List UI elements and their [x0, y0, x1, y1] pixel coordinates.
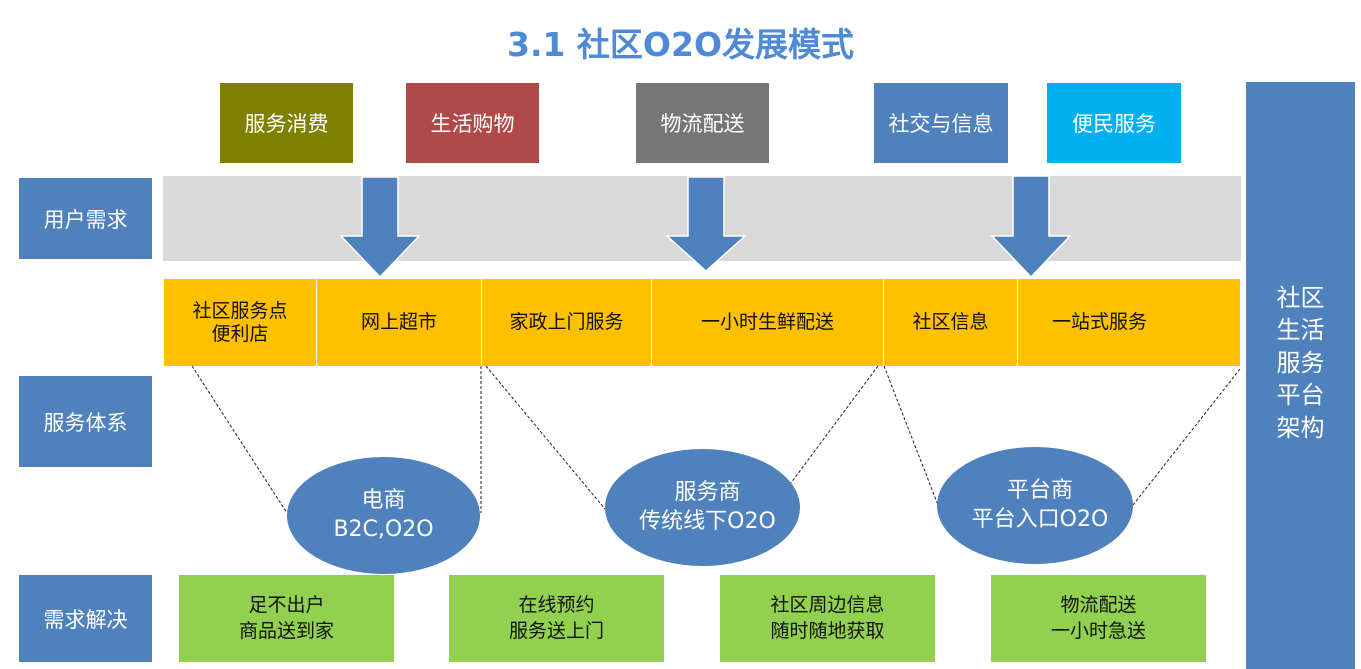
row-label-demand-solution: 需求解决: [19, 575, 152, 662]
provider-subtitle: 平台入口O2O: [971, 506, 1109, 532]
category-logistics: 物流配送: [636, 83, 769, 163]
platform-architecture-line: 平台: [1276, 381, 1325, 410]
provider-title: 电商: [361, 487, 406, 513]
dashed-connector: [1132, 368, 1241, 506]
dashed-connector: [883, 365, 939, 506]
category-life-shopping: 生活购物: [406, 83, 539, 163]
solution-line2: 一小时急送: [1050, 619, 1146, 642]
platform-architecture-line: 社区: [1276, 284, 1325, 312]
solution-box: 在线预约 服务送上门: [449, 575, 664, 662]
service-cell: 一小时生鲜配送: [652, 279, 884, 366]
row-label-text: 服务体系: [43, 410, 128, 435]
solution-line1: 在线预约: [518, 593, 595, 616]
provider-subtitle: 传统线下O2O: [639, 508, 776, 534]
down-arrow-icon: [665, 176, 747, 273]
solution-line2: 随时随地获取: [770, 619, 885, 642]
solution-line1: 社区周边信息: [770, 593, 885, 616]
provider-title: 服务商: [674, 479, 741, 505]
service-cell: 社区服务点 便利店: [164, 279, 317, 366]
service-cell: 社区信息: [884, 279, 1018, 366]
provider-ecommerce: 电商 传统线下O2O B2C,O2O: [287, 457, 480, 574]
platform-architecture-panel: 社区生活服务平台架构: [1246, 82, 1355, 669]
platform-architecture-line: 服务: [1276, 348, 1325, 377]
category-label: 便民服务: [1072, 112, 1156, 136]
dashed-connector: [485, 365, 606, 510]
solution-line1: 物流配送: [1060, 593, 1137, 616]
category-service-consumption: 服务消费: [220, 83, 353, 163]
down-arrow-icon: [339, 176, 421, 279]
solution-box: 社区周边信息 随时随地获取: [720, 575, 935, 662]
down-arrow-icon: [990, 175, 1072, 279]
solution-box: 物流配送 一小时急送: [991, 575, 1206, 662]
solution-box: 足不出户 商品送到家: [179, 575, 394, 662]
service-cell: 一站式服务: [1052, 311, 1148, 334]
solution-line2: 商品送到家: [238, 619, 334, 642]
row-label-service-system: 服务体系: [19, 376, 152, 467]
dashed-connector: [787, 365, 879, 488]
provider-service: 服务商 传统线下O2O: [605, 449, 800, 566]
row-label-text: 需求解决: [43, 607, 128, 632]
provider-platform: 平台商 平台入口O2O: [937, 447, 1133, 564]
platform-architecture-line: 生活: [1276, 316, 1325, 345]
category-social-info: 社交与信息: [874, 83, 1008, 163]
category-label: 生活购物: [430, 112, 515, 136]
services-band: 社区服务点 便利店 网上超市 家政上门服务 一小时生鲜配送 社区信息 一站式服务: [164, 279, 1240, 366]
category-label: 社交与信息: [888, 112, 994, 136]
provider-title: 平台商: [1006, 477, 1073, 503]
category-label: 物流配送: [660, 112, 745, 136]
row-label-user-demand: 用户需求: [19, 178, 152, 259]
platform-architecture-line: 架构: [1276, 413, 1325, 442]
service-cell: 家政上门服务: [482, 279, 652, 366]
category-label: 服务消费: [244, 112, 329, 136]
solution-line1: 足不出户: [248, 593, 325, 616]
provider-subtitle: B2C,O2O: [333, 516, 434, 542]
row-label-text: 用户需求: [43, 207, 128, 232]
dashed-connector: [191, 365, 288, 514]
service-cell: 网上超市: [317, 279, 482, 366]
page-title: 3.1 社区O2O发展模式: [506, 25, 854, 64]
platform-architecture-label: 社区生活服务平台架构: [1273, 282, 1329, 444]
solution-line2: 服务送上门: [508, 619, 604, 642]
category-convenience: 便民服务: [1047, 83, 1181, 163]
